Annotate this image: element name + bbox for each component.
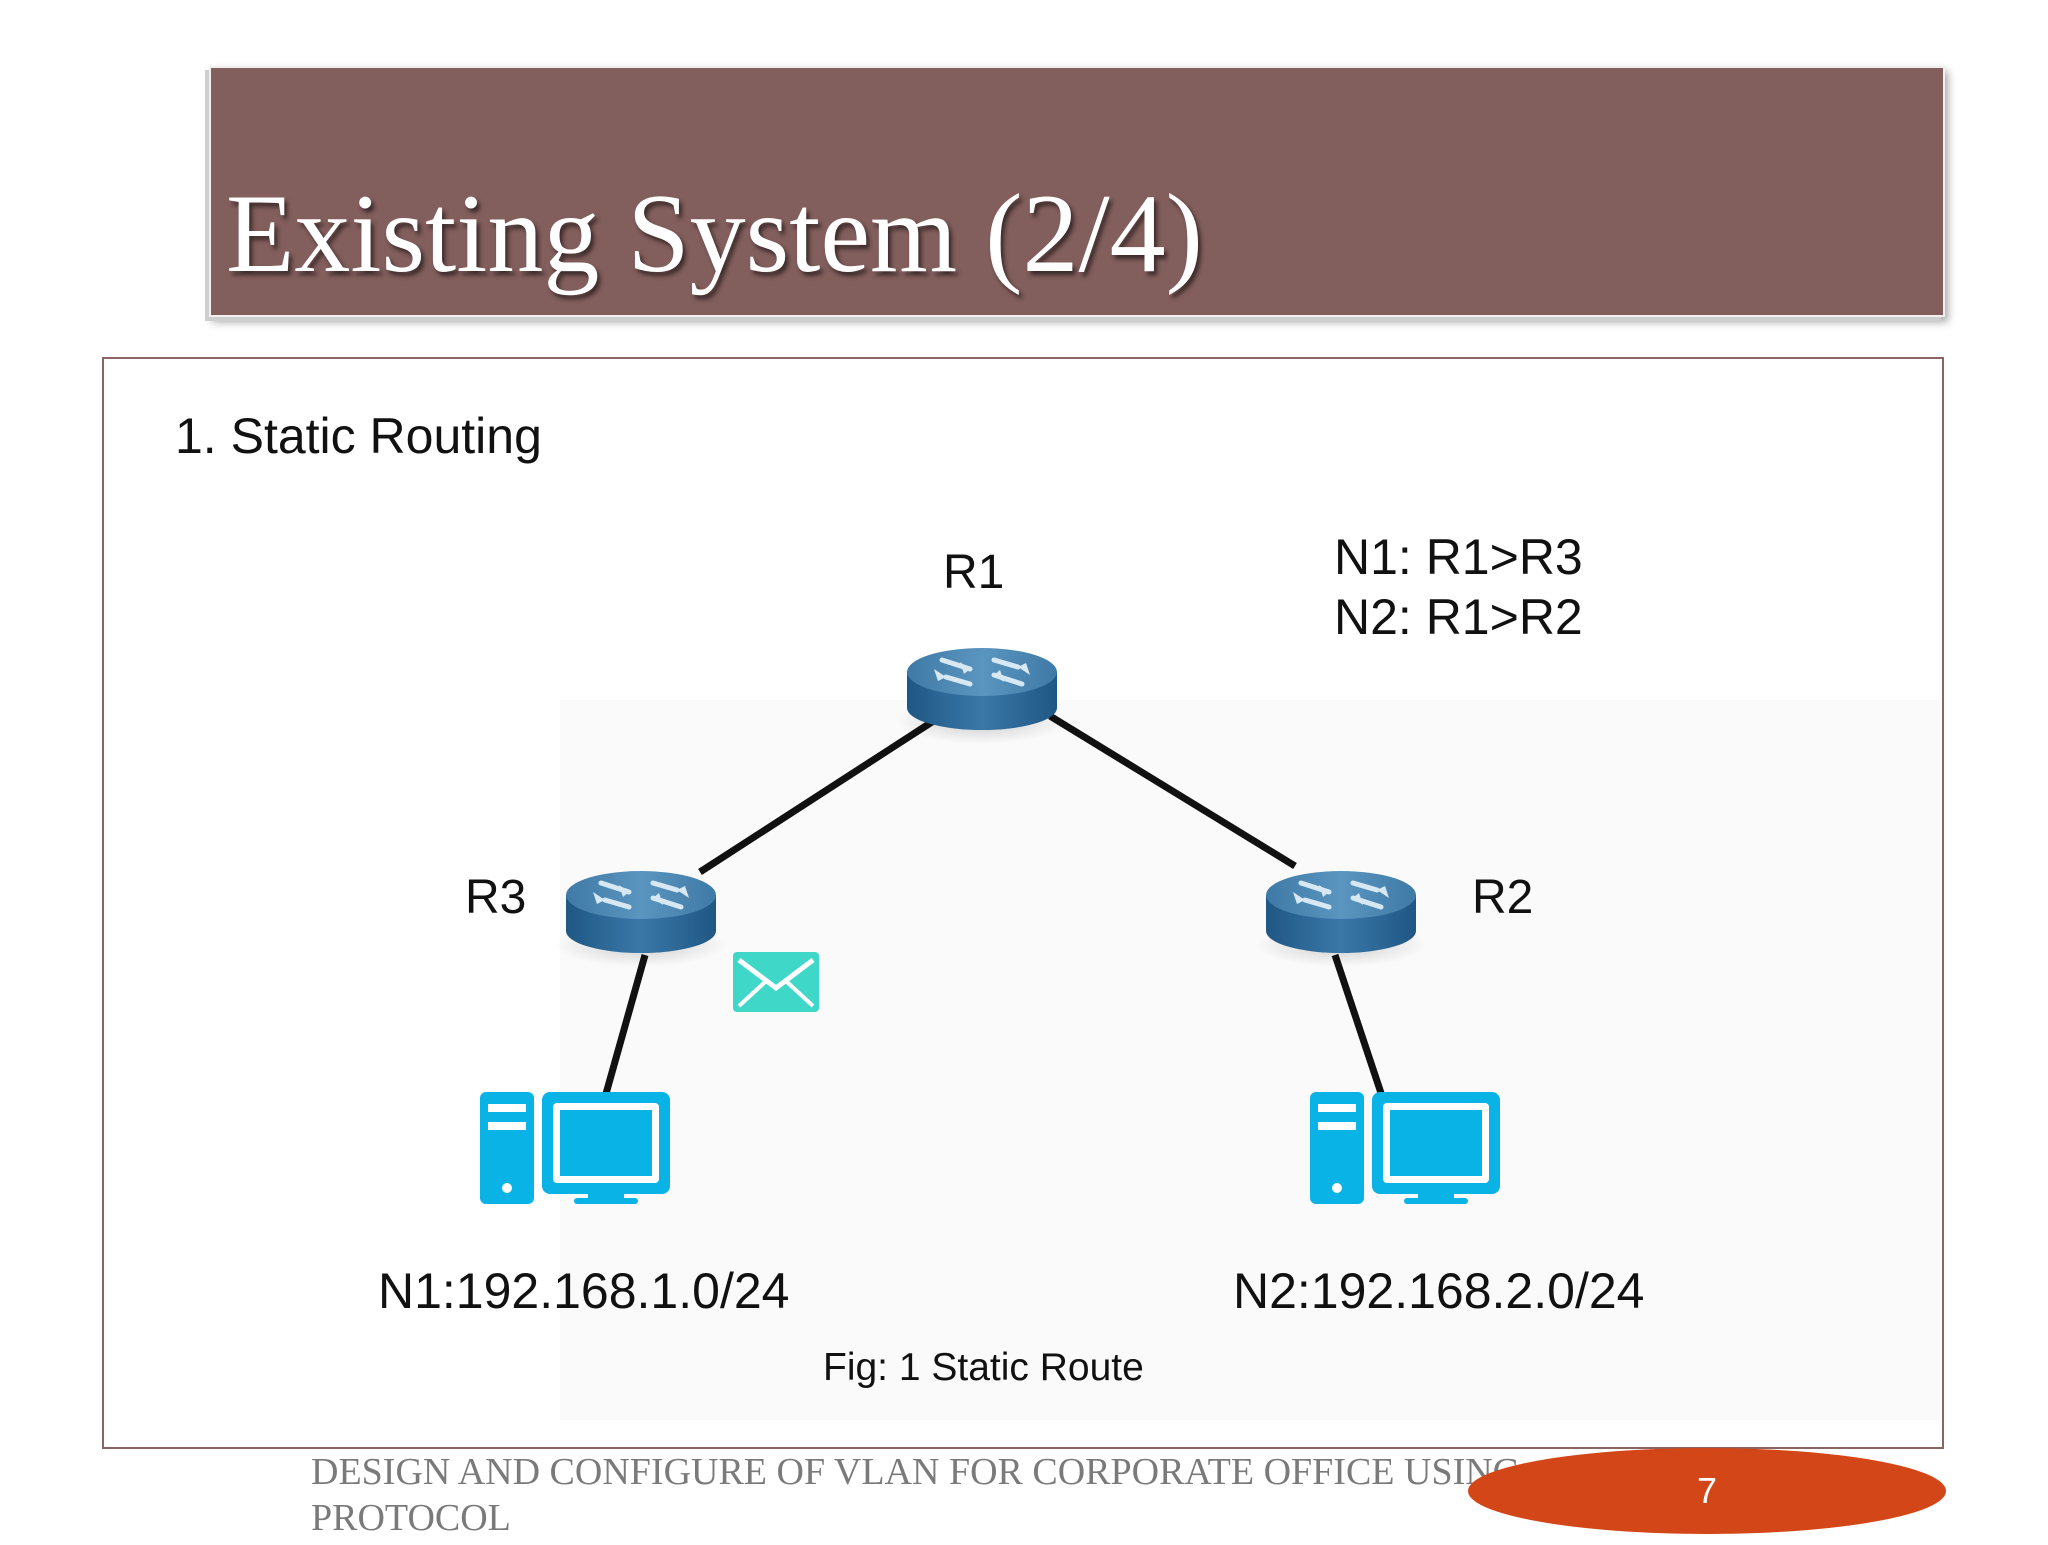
footer-line-1: DESIGN AND CONFIGURE OF VLAN FOR CORPORA…	[311, 1451, 1521, 1493]
link-r1-r3	[698, 717, 937, 875]
page-number: 7	[1696, 1470, 1718, 1511]
router-icon	[896, 648, 1068, 744]
router-label-r3: R3	[465, 871, 527, 924]
slide-title: Existing System (2/4)	[226, 172, 1203, 296]
router-icon	[1255, 871, 1427, 967]
figure-caption: Fig: 1 Static Route	[823, 1346, 1144, 1389]
title-bar	[209, 66, 1945, 317]
section-heading: 1. Static Routing	[175, 408, 542, 464]
link-lines	[596, 713, 1389, 1116]
link-r2-pc2	[1331, 953, 1389, 1107]
page-number-badge	[1468, 1448, 1946, 1534]
diagram-background	[560, 700, 1940, 1420]
footer-text: DESIGN AND CONFIGURE OF VLAN FOR CORPORA…	[311, 1449, 1611, 1545]
computer-icon	[480, 1092, 670, 1204]
route-entry-n2: N2: R1>R2	[1334, 589, 1583, 645]
router-label-r1: R1	[943, 546, 1005, 599]
footer-line-2: PROTOCOL	[311, 1497, 511, 1539]
computer-icon	[1310, 1092, 1500, 1204]
link-r1-r2	[1048, 713, 1297, 869]
router-label-r2: R2	[1472, 871, 1534, 924]
router-icon	[555, 871, 727, 967]
network-label-n1: N1:192.168.1.0/24	[378, 1263, 790, 1319]
network-label-n2: N2:192.168.2.0/24	[1233, 1263, 1645, 1319]
link-r3-pc1	[596, 954, 649, 1116]
route-entry-n1: N1: R1>R3	[1334, 529, 1583, 585]
envelope-icon	[733, 952, 819, 1012]
